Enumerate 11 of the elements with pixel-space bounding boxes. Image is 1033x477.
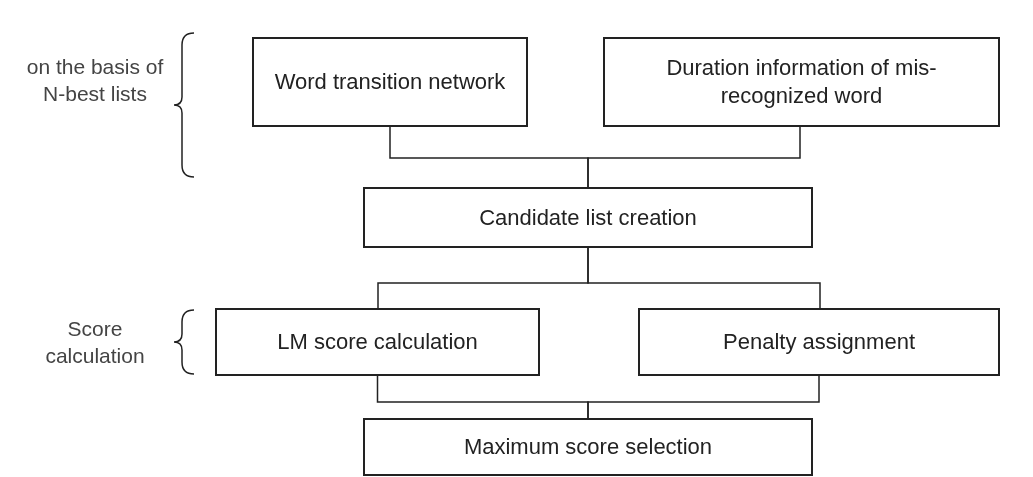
process-box: Duration information of mis-recognized word [603, 37, 1000, 127]
connector-line [587, 247, 821, 309]
process-box: Penalty assignment [638, 308, 1000, 376]
connector-line [587, 375, 820, 419]
process-box: Maximum score selection [363, 418, 813, 476]
process-box: LM score calculation [215, 308, 540, 376]
process-box: Word transition network [252, 37, 528, 127]
side-label: on the basis of N-best lists [25, 54, 165, 107]
connector-line [587, 126, 801, 188]
side-label: Score calculation [44, 316, 146, 369]
process-box: Candidate list creation [363, 187, 813, 248]
